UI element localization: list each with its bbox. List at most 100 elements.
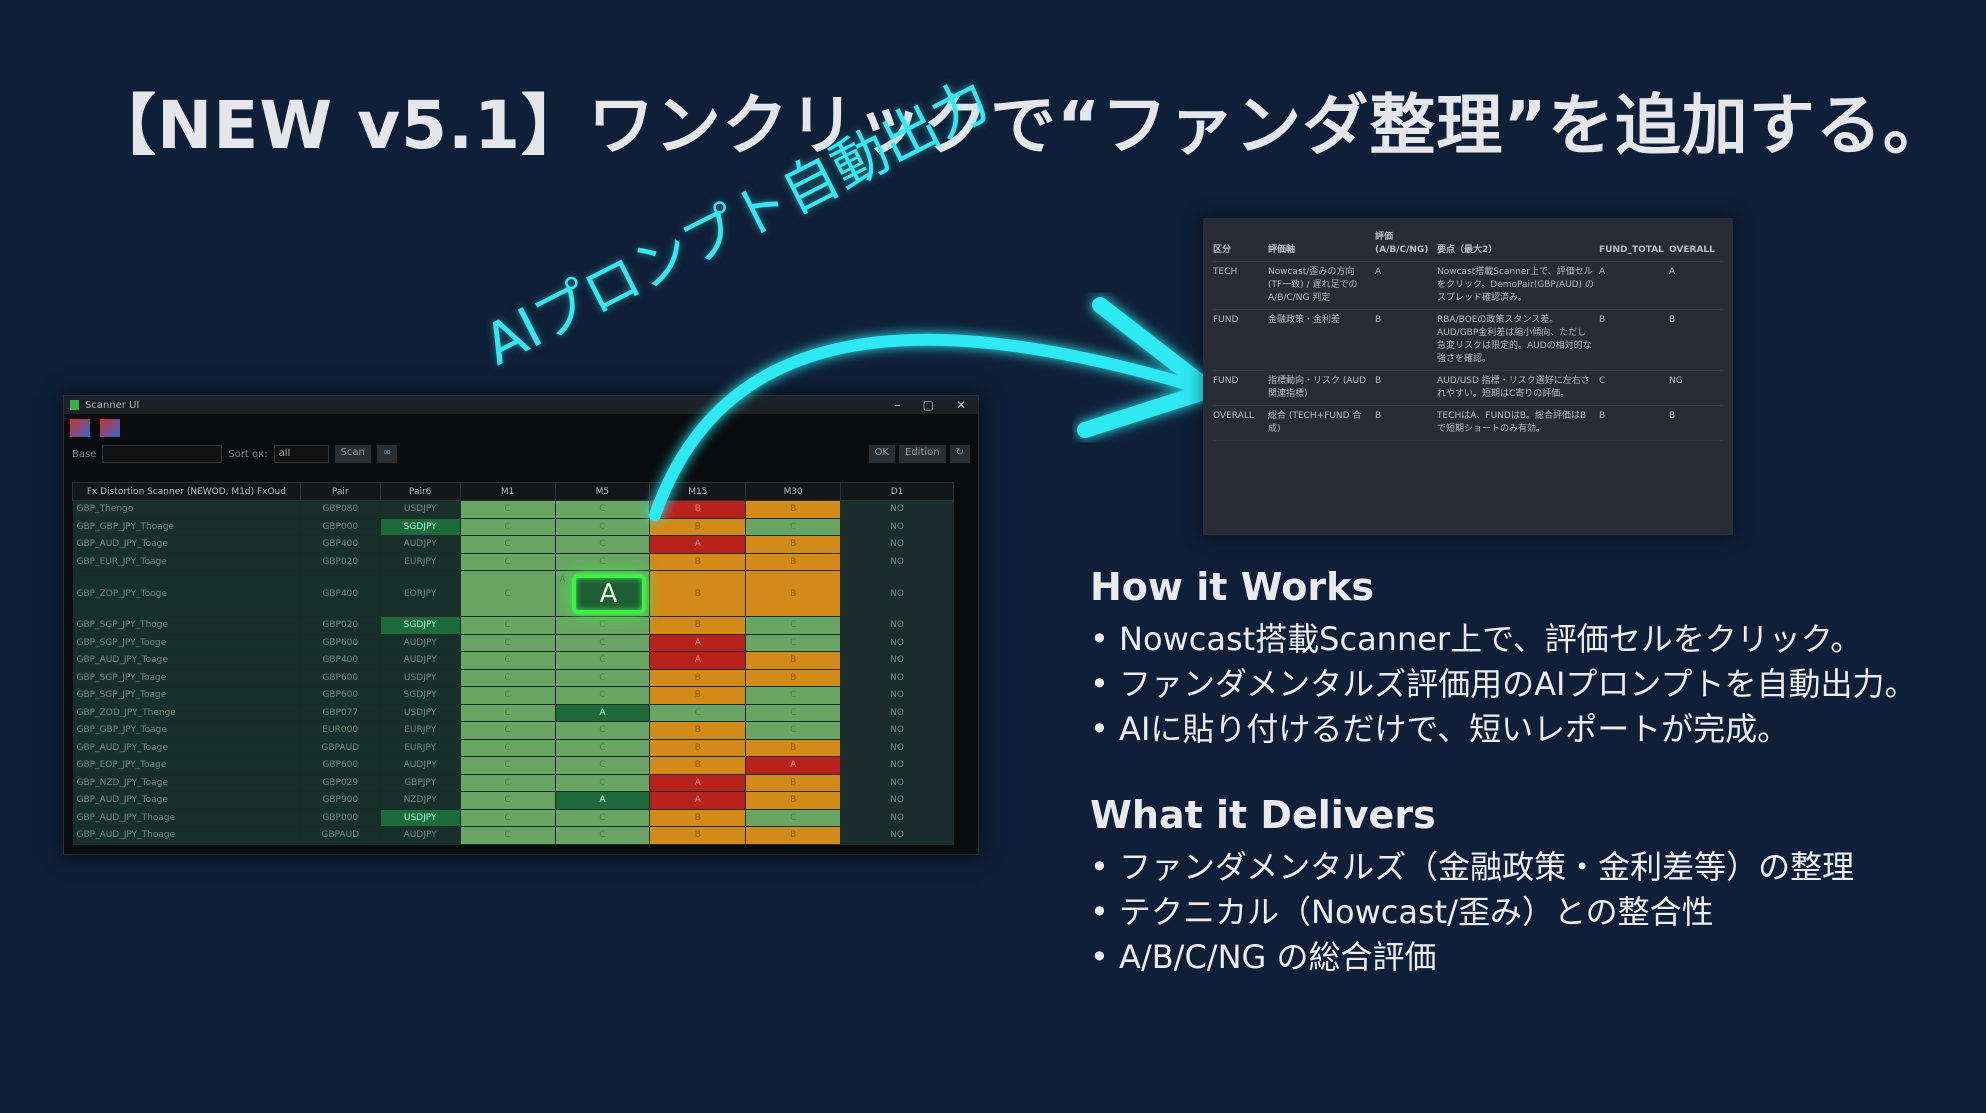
column-header[interactable]: Pair: [299, 482, 381, 501]
grade-cell-m15[interactable]: B: [649, 826, 747, 845]
grade-cell-m1[interactable]: C: [460, 616, 556, 635]
column-header[interactable]: M30: [745, 482, 842, 501]
grade-cell-m1[interactable]: C: [460, 704, 556, 722]
edition-button[interactable]: Edition: [899, 445, 946, 463]
column-header[interactable]: Fx Distortion Scanner (NEWOD, M1d) FxOud: [72, 482, 301, 501]
grade-cell-m15[interactable]: B: [649, 570, 747, 617]
grade-cell-m15[interactable]: A: [649, 791, 747, 810]
grade-cell-d1[interactable]: NO: [840, 553, 954, 571]
grade-cell-d1[interactable]: NO: [840, 756, 954, 775]
grade-cell-m5[interactable]: C: [555, 616, 651, 635]
grade-cell-m1[interactable]: C: [460, 553, 556, 571]
grade-cell-m1[interactable]: C: [460, 535, 556, 554]
grade-cell-d1[interactable]: NO: [840, 634, 954, 652]
grade-cell-m15[interactable]: B: [649, 616, 747, 635]
grade-cell-m15[interactable]: C: [649, 704, 747, 722]
grade-cell-m1[interactable]: C: [460, 500, 556, 519]
grade-cell-m1[interactable]: C: [460, 686, 556, 705]
grade-cell-m30[interactable]: C: [745, 721, 842, 740]
grade-cell-m5[interactable]: C: [555, 739, 651, 757]
grade-cell-d1[interactable]: NO: [840, 809, 954, 827]
grade-cell-d1[interactable]: NO: [840, 535, 954, 554]
grade-cell-m30[interactable]: B: [745, 739, 842, 757]
column-header[interactable]: M15: [649, 482, 747, 501]
grade-cell-m5[interactable]: C: [555, 826, 651, 845]
grade-cell-m30[interactable]: B: [745, 774, 842, 792]
grade-cell-m1[interactable]: C: [460, 739, 556, 757]
grade-cell-d1[interactable]: NO: [840, 570, 954, 617]
grade-cell-m1[interactable]: C: [460, 634, 556, 652]
refresh-button[interactable]: ↻: [949, 445, 970, 463]
grade-cell-m15[interactable]: B: [649, 739, 747, 757]
grade-cell-d1[interactable]: NO: [840, 686, 954, 705]
grade-cell-m30[interactable]: B: [745, 826, 842, 845]
grade-cell-m5[interactable]: C: [555, 500, 651, 519]
grade-cell-m1[interactable]: C: [460, 774, 556, 792]
grade-cell-m1[interactable]: C: [460, 570, 556, 617]
grade-cell-d1[interactable]: NO: [840, 826, 954, 845]
grade-cell-m5[interactable]: C: [555, 634, 651, 652]
grade-cell-d1[interactable]: NO: [840, 774, 954, 792]
chart-icon[interactable]: [100, 419, 120, 437]
flag-icon[interactable]: [70, 419, 90, 437]
grade-cell-m30[interactable]: C: [745, 809, 842, 827]
grade-cell-m5[interactable]: C: [555, 669, 651, 687]
grade-cell-m30[interactable]: C: [745, 686, 842, 705]
grade-cell-m15[interactable]: A: [649, 634, 747, 652]
grade-cell-m5[interactable]: A: [555, 704, 651, 722]
grade-cell-m5[interactable]: C: [555, 721, 651, 740]
grade-cell-d1[interactable]: NO: [840, 791, 954, 810]
grade-cell-m15[interactable]: A: [649, 774, 747, 792]
grade-cell-m15[interactable]: B: [649, 553, 747, 571]
scan-button[interactable]: Scan: [334, 445, 371, 463]
ok-button[interactable]: OK: [868, 445, 895, 463]
grade-cell-d1[interactable]: NO: [840, 500, 954, 519]
grade-cell-d1[interactable]: NO: [840, 518, 954, 536]
grade-cell-m5[interactable]: C: [555, 651, 651, 670]
grade-cell-d1[interactable]: NO: [840, 739, 954, 757]
minimize-button[interactable]: –: [894, 398, 901, 412]
grade-cell-m30[interactable]: B: [745, 669, 842, 687]
grade-cell-m1[interactable]: C: [460, 756, 556, 775]
grade-cell-m15[interactable]: B: [649, 669, 747, 687]
column-header[interactable]: M1: [459, 482, 556, 501]
grade-cell-d1[interactable]: NO: [840, 721, 954, 740]
grade-cell-m30[interactable]: B: [745, 570, 842, 617]
grade-cell-m30[interactable]: B: [745, 535, 842, 554]
grade-cell-m30[interactable]: B: [745, 500, 842, 519]
grade-cell-m30[interactable]: C: [745, 616, 842, 635]
grade-cell-m1[interactable]: C: [460, 791, 556, 810]
grade-cell-m15[interactable]: B: [649, 809, 747, 827]
grade-cell-m15[interactable]: B: [649, 500, 747, 519]
grade-cell-m30[interactable]: A: [745, 756, 842, 775]
grade-cell-m15[interactable]: A: [649, 651, 747, 670]
grade-cell-d1[interactable]: NO: [840, 616, 954, 635]
grade-cell-d1[interactable]: NO: [840, 651, 954, 670]
grade-cell-m30[interactable]: B: [745, 791, 842, 810]
grade-cell-m30[interactable]: C: [745, 518, 842, 536]
grade-cell-m5[interactable]: C: [555, 553, 651, 571]
grade-cell-m1[interactable]: C: [460, 809, 556, 827]
maximize-button[interactable]: ▢: [922, 398, 934, 412]
grade-cell-m1[interactable]: C: [460, 826, 556, 845]
grade-cell-m1[interactable]: C: [460, 518, 556, 536]
grade-cell-m15[interactable]: A: [649, 535, 747, 554]
close-button[interactable]: ✕: [955, 398, 966, 412]
grade-cell-m5[interactable]: A: [555, 791, 651, 810]
